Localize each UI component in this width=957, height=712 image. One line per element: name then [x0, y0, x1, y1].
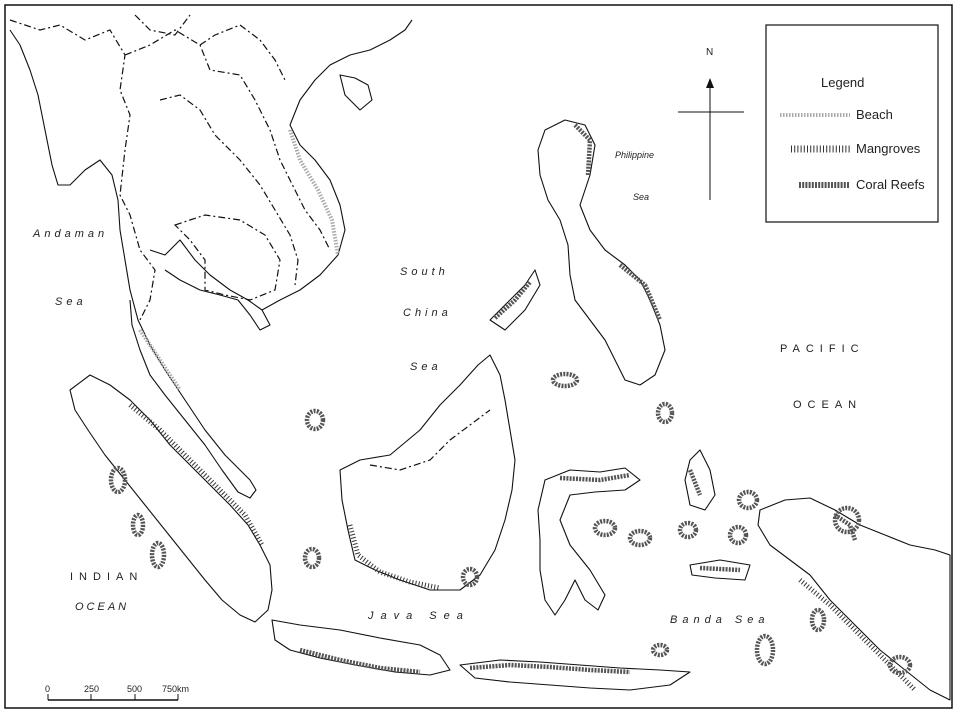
- country-borders: [9, 14, 331, 321]
- label-andaman-line2: Sea: [55, 296, 87, 308]
- island-sulawesi: [537, 467, 641, 616]
- label-indian-line1: INDIAN: [70, 571, 143, 583]
- island-borneo: [339, 354, 516, 591]
- compass-arrow-icon: [706, 78, 714, 88]
- label-pacific-line1: PACIFIC: [780, 343, 865, 355]
- label-java-sea: Java Sea: [367, 610, 470, 622]
- label-indian-line2: OCEAN: [75, 601, 129, 613]
- legend-beach-label: Beach: [856, 107, 893, 122]
- island-sumatra: [69, 374, 273, 623]
- label-andaman-line1: Andaman: [32, 228, 108, 240]
- compass-north-label: N: [706, 47, 713, 58]
- scale-bar: 0 250 500 750km: [45, 684, 189, 701]
- islands-maluku: [684, 449, 751, 581]
- reef-patches: [108, 371, 913, 676]
- islands-philippines: [489, 119, 666, 386]
- scale-tick-500: 500: [127, 684, 142, 694]
- label-south-china-line2: China: [403, 307, 452, 319]
- scale-tick-750: 750km: [162, 684, 189, 694]
- coastal-beach-lines: [138, 129, 340, 392]
- scale-tick-0: 0: [45, 684, 50, 694]
- label-pacific-line2: OCEAN: [793, 399, 862, 411]
- label-south-china-line1: South: [400, 266, 449, 278]
- label-philippine-line1: Philippine: [615, 150, 654, 160]
- scale-tick-250: 250: [84, 684, 99, 694]
- legend-mangrove-label: Mangroves: [856, 141, 921, 156]
- island-java: [271, 619, 691, 691]
- legend-reef-label: Coral Reefs: [856, 177, 925, 192]
- mainland-asia: [9, 19, 413, 499]
- compass-rose: N: [678, 47, 744, 200]
- legend-title: Legend: [821, 75, 864, 90]
- label-banda-sea: Banda Sea: [670, 614, 769, 626]
- label-philippine-line2: Sea: [633, 192, 649, 202]
- label-south-china-line3: Sea: [410, 361, 442, 373]
- legend-box: Legend Beach Mangroves Coral Reefs: [765, 24, 939, 223]
